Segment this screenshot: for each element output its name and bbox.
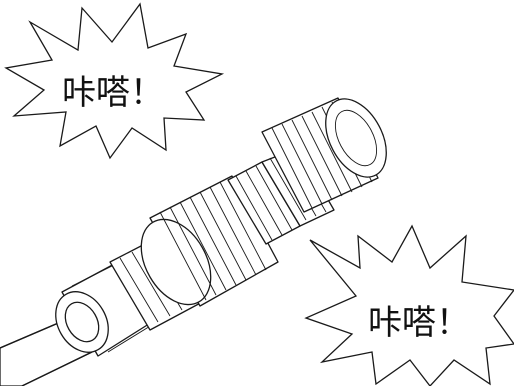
click-callout-bottom-right: 咔嗒！: [304, 224, 514, 386]
click-callout-text: 咔嗒！: [62, 73, 164, 113]
click-callout-text: 咔嗒！: [368, 303, 470, 343]
knurled-coupling-ring-right: [261, 97, 387, 213]
click-callout-top-left: 咔嗒！: [4, 2, 225, 160]
